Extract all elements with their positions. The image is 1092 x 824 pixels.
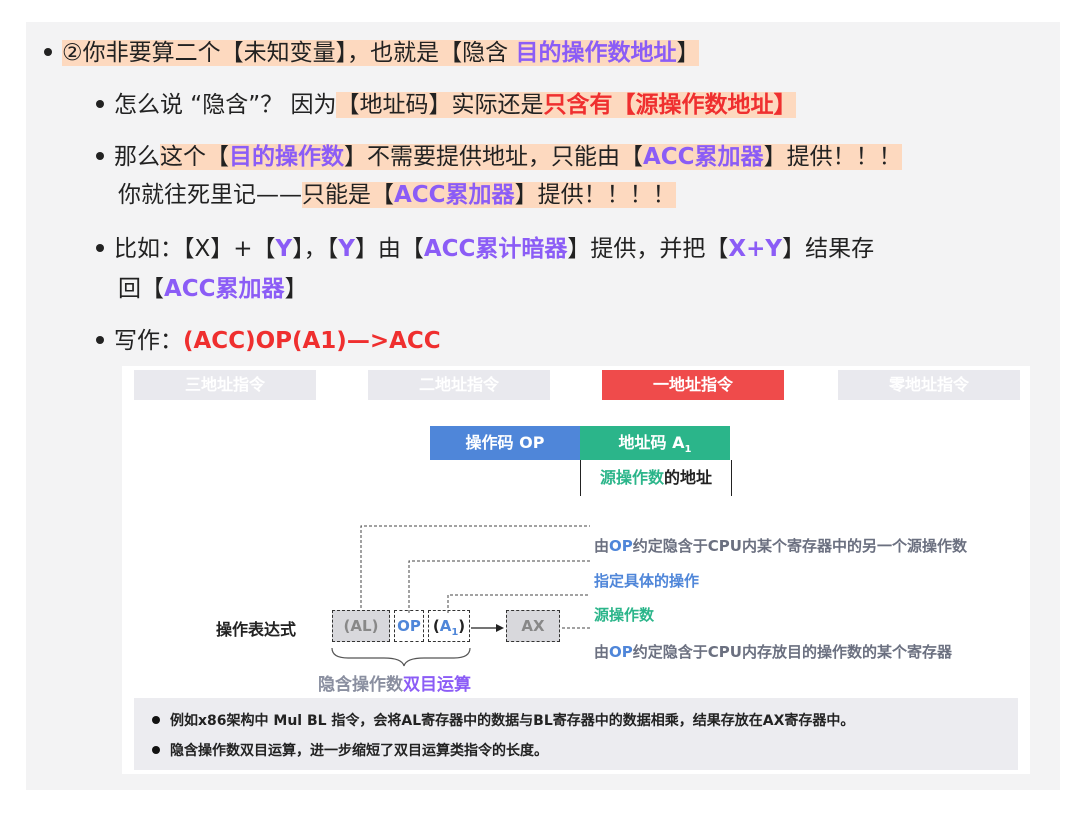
annotation-source-operand: 源操作数: [594, 606, 655, 624]
bullet-1-suffix: 】: [676, 40, 700, 66]
bullet-4-a: 比如：【X】+【: [114, 236, 276, 262]
bullet-4-h: X+Y: [728, 236, 783, 262]
note-2-text: 隐含操作数双目运算，进一步缩短了双目运算类指令的长度。: [170, 743, 548, 759]
address-label: 地址码 A: [618, 433, 685, 452]
bullet-3-e: ACC累加器: [643, 144, 764, 170]
bullet-4: 比如：【X】+【Y】，【Y】由【ACC累计暗器】提供，并把【X+Y】结果存: [96, 232, 874, 266]
note-2: 隐含操作数双目运算，进一步缩短了双目运算类指令的长度。: [152, 740, 548, 760]
bullet-1-highlight: 目的操作数地址: [515, 40, 677, 66]
bullet-4-i: 】结果存: [782, 236, 875, 262]
bullet-4-c: 】，【: [292, 236, 339, 262]
bullet-dot-icon: [96, 99, 104, 108]
annotation-operation: 指定具体的操作: [594, 572, 700, 590]
bullet-3: 那么这个【目的操作数】不需要提供地址，只能由【ACC累加器】提供！！！: [96, 140, 902, 174]
bullet-3-line2-hl: 只能是【ACC累加器】提供！！！！: [302, 182, 676, 208]
bullet-4-line-2: 回【ACC累加器】: [118, 272, 308, 306]
bullet-4-line2-b: ACC累加器: [164, 276, 285, 302]
bullet-5: 写作：(ACC)OP(A1)—>ACC: [96, 324, 441, 358]
format-address-field: 地址码 A1: [580, 426, 730, 460]
a1-open: (: [432, 617, 440, 635]
bullet-3-line2-c: ACC累加器: [394, 182, 515, 208]
a1-sub: 1: [451, 627, 459, 638]
format-opcode-field: 操作码 OP: [430, 426, 580, 460]
address-sub: 1: [684, 444, 692, 456]
bullet-3-line2-b: 只能是【: [302, 182, 394, 208]
tab-zero-address: 零地址指令: [838, 370, 1020, 400]
note-dot-icon: [152, 746, 160, 754]
a1-close: ): [458, 617, 466, 635]
document-page: ②你非要算二个【未知变量】，也就是【隐含 目的操作数地址】 怎么说 “隐含”？ …: [26, 22, 1060, 790]
bullet-1-prefix: ②你非要算二个【未知变量】，也就是【隐含: [62, 40, 516, 66]
bullet-dot-icon: [96, 335, 104, 344]
tab-one-address: 一地址指令: [602, 370, 784, 400]
tab-two-address: 二地址指令: [368, 370, 550, 400]
expr-al-box: (AL): [332, 610, 390, 642]
ann4-pre: 由: [594, 643, 610, 661]
bullet-5-formula: (ACC)OP(A1)—>ACC: [183, 328, 441, 354]
notes-box: 例如x86架构中 Mul BL 指令，会将AL寄存器中的数据与BL寄存器中的数据…: [134, 698, 1018, 770]
note-1: 例如x86架构中 Mul BL 指令，会将AL寄存器中的数据与BL寄存器中的数据…: [152, 710, 854, 730]
expression-label: 操作表达式: [216, 620, 297, 639]
bullet-dot-icon: [96, 151, 104, 160]
bullet-4-g: 】提供，并把【: [567, 236, 729, 262]
source-address-box: 源操作数的地址: [580, 460, 732, 496]
bullet-2-prefix: 怎么说 “隐含”？ 因为: [114, 92, 337, 118]
bullet-dot-icon: [44, 47, 52, 56]
bullet-3-f: 】提供！！！: [763, 144, 902, 170]
ann4-op: OP: [609, 643, 633, 661]
ann1-pre: 由: [594, 537, 610, 555]
bullet-4-b: Y: [275, 236, 293, 262]
source-rest-text: 的地址: [664, 468, 713, 487]
expr-ax-box: AX: [506, 610, 560, 642]
bullet-dot-icon: [96, 243, 104, 252]
bullet-3-hl: 这个【目的操作数】不需要提供地址，只能由【ACC累加器】提供！！！: [160, 144, 902, 170]
annotation-destination-register: 由OP约定隐含于CPU内存放目的操作数的某个寄存器: [594, 641, 952, 662]
bullet-2-part2: 只含有【源操作数地址】: [543, 92, 797, 118]
bullet-3-d: 】不需要提供地址，只能由【: [344, 144, 643, 170]
implied-operand-label: 隐含操作数双目运算: [318, 670, 471, 695]
bullet-4-d: Y: [338, 236, 355, 262]
expr-a1-box: (A1): [428, 610, 470, 642]
bullet-5-prefix: 写作：: [114, 328, 183, 354]
note-1-text: 例如x86架构中 Mul BL 指令，会将AL寄存器中的数据与BL寄存器中的数据…: [170, 713, 855, 729]
implied-purple: 双目运算: [403, 675, 471, 695]
source-green-text: 源操作数: [599, 468, 664, 487]
expr-op-box: OP: [394, 610, 424, 642]
implied-gray: 隐含操作数: [318, 675, 403, 695]
bullet-2-highlight: 【地址码】实际还是只含有【源操作数地址】: [336, 92, 797, 118]
ann1-post: 约定隐含于CPU内某个寄存器中的另一个源操作数: [632, 537, 967, 555]
note-dot-icon: [152, 716, 160, 724]
annotation-other-source: 由OP约定隐含于CPU内某个寄存器中的另一个源操作数: [594, 535, 967, 556]
bullet-3-line-2: 你就往死里记——只能是【ACC累加器】提供！！！！: [118, 178, 676, 212]
a1-main: A: [439, 617, 452, 635]
bullet-1: ②你非要算二个【未知变量】，也就是【隐含 目的操作数地址】: [44, 36, 700, 70]
bullet-1-text: ②你非要算二个【未知变量】，也就是【隐含 目的操作数地址】: [62, 40, 700, 66]
bullet-4-line2-a: 回【: [118, 276, 164, 302]
bullet-3-c: 目的操作数: [229, 144, 344, 170]
bullet-4-f: ACC累计暗器: [423, 236, 568, 262]
tab-three-address: 三地址指令: [134, 370, 316, 400]
bullet-3-line2-d: 】提供！！！！: [514, 182, 676, 208]
bullet-3-line2-a: 你就往死里记——: [118, 182, 302, 208]
instruction-slide: 三地址指令 二地址指令 一地址指令 零地址指令 操作码 OP 地址码 A1 源操…: [122, 366, 1030, 774]
connector-lines: [331, 525, 590, 667]
bullet-2: 怎么说 “隐含”？ 因为【地址码】实际还是只含有【源操作数地址】: [96, 88, 797, 122]
bullet-2-part1: 【地址码】实际还是: [336, 92, 544, 118]
bullet-4-line2-c: 】: [284, 276, 308, 302]
ann1-op: OP: [609, 537, 633, 555]
ann4-post: 约定隐含于CPU内存放目的操作数的某个寄存器: [632, 643, 952, 661]
bullet-4-e: 】由【: [354, 236, 424, 262]
bullet-3-b: 这个【: [160, 144, 229, 170]
bullet-3-a: 那么: [114, 144, 160, 170]
